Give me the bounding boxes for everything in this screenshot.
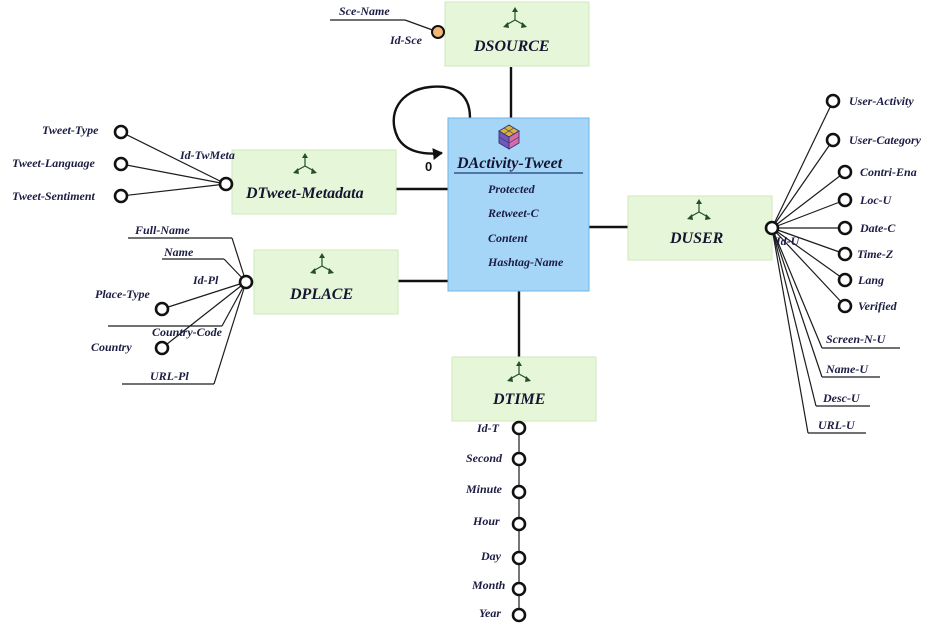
attr-hour: Hour — [472, 514, 500, 528]
attr-url-pl: URL-Pl — [150, 369, 189, 383]
id-pl-node[interactable] — [238, 274, 254, 290]
attr-country: Country — [91, 340, 132, 354]
cube-icon — [498, 124, 520, 150]
attr-loc-u: Loc-U — [859, 193, 893, 207]
edge-user-category — [771, 139, 834, 229]
user-activity-node[interactable] — [825, 93, 841, 109]
dtime-title: DTIME — [492, 391, 545, 408]
dplace-title: DPLACE — [289, 286, 353, 303]
attr-id-u: Id-U — [775, 234, 801, 248]
id-t-node[interactable] — [511, 420, 527, 436]
id-twmeta-node[interactable] — [218, 176, 234, 192]
loc-u-node[interactable] — [837, 192, 853, 208]
edge-screen-n-u — [771, 227, 823, 349]
dimension-duser[interactable]: DUSER — [627, 195, 773, 261]
fact-box[interactable]: DActivity-Tweet Protected Retweet-C Cont… — [447, 117, 590, 292]
month-node[interactable] — [511, 581, 527, 597]
lang-node[interactable] — [837, 272, 853, 288]
attr-tweet-type: Tweet-Type — [42, 123, 99, 137]
dtweet-metadata-title: DTweet-Metadata — [245, 185, 364, 202]
attr-screen-n-u: Screen-N-U — [826, 332, 887, 346]
attr-tweet-sentiment: Tweet-Sentiment — [12, 189, 96, 203]
user-category-node[interactable] — [825, 132, 841, 148]
attr-desc-u: Desc-U — [822, 391, 861, 405]
year-node[interactable] — [511, 607, 527, 623]
attr-id-twmeta: Id-TwMeta — [179, 148, 235, 162]
attr-id-pl: Id-Pl — [192, 273, 219, 287]
attr-name-u: Name-U — [825, 362, 869, 376]
dsource-title: DSOURCE — [473, 38, 550, 55]
edge-loc-u — [771, 199, 846, 229]
measure-retweet-c: Retweet-C — [487, 206, 540, 220]
minute-node[interactable] — [511, 484, 527, 500]
second-node[interactable] — [511, 451, 527, 467]
edge-user-activity — [771, 100, 834, 229]
edge-url-pl — [213, 281, 247, 385]
edge-contri-ena — [771, 171, 846, 229]
self-loop-label: 0 — [425, 159, 432, 174]
hour-node[interactable] — [511, 516, 527, 532]
duser-title: DUSER — [669, 230, 724, 247]
measure-hashtag-name: Hashtag-Name — [487, 255, 564, 269]
edge-tweet-sentiment — [120, 183, 227, 197]
id-u-node[interactable] — [764, 220, 780, 236]
day-node[interactable] — [511, 550, 527, 566]
edge-url-u — [771, 227, 809, 434]
measure-content: Content — [488, 231, 528, 245]
edge-country — [161, 281, 247, 349]
attr-day: Day — [480, 549, 502, 563]
edge-desc-u — [771, 227, 817, 407]
attr-full-name: Full-Name — [134, 223, 190, 237]
dimension-dtweet-metadata[interactable]: DTweet-Metadata — [231, 149, 397, 215]
edge-tweet-type — [120, 131, 227, 185]
attr-id-sce: Id-Sce — [389, 33, 423, 47]
dimension-dplace[interactable]: DPLACE — [253, 249, 399, 315]
id-sce-node[interactable] — [431, 25, 445, 39]
edge-time-z — [771, 227, 846, 255]
attr-minute: Minute — [465, 482, 503, 496]
attr-month: Month — [471, 578, 506, 592]
attr-lang: Lang — [857, 273, 884, 287]
tweet-type-node[interactable] — [113, 124, 129, 140]
attr-name: Name — [163, 245, 194, 259]
attr-sce-name: Sce-Name — [339, 4, 390, 18]
edge-lang — [771, 227, 846, 281]
tweet-sentiment-node[interactable] — [113, 188, 129, 204]
edge-full-name — [231, 237, 247, 283]
edge-name-u — [771, 227, 823, 378]
attr-user-activity: User-Activity — [849, 94, 914, 108]
attr-user-category: User-Category — [849, 133, 922, 147]
time-z-node[interactable] — [837, 246, 853, 262]
tweet-language-node[interactable] — [113, 156, 129, 172]
attr-country-code: Country-Code — [152, 325, 223, 339]
edge-verified — [771, 227, 846, 307]
attr-verified: Verified — [858, 299, 898, 313]
self-loop-arrow — [392, 85, 472, 160]
dimension-dtime[interactable]: DTIME — [451, 356, 597, 422]
country-node[interactable] — [154, 340, 170, 356]
contri-ena-node[interactable] — [837, 164, 853, 180]
attr-place-type: Place-Type — [95, 287, 151, 301]
attr-url-u: URL-U — [818, 418, 856, 432]
edge-country-code — [221, 281, 247, 327]
attr-id-t: Id-T — [476, 421, 500, 435]
verified-node[interactable] — [837, 298, 853, 314]
attr-time-z: Time-Z — [857, 247, 894, 261]
attr-contri-ena: Contri-Ena — [860, 165, 917, 179]
place-type-node[interactable] — [154, 301, 170, 317]
attr-tweet-language: Tweet-Language — [12, 156, 96, 170]
dimension-dsource[interactable]: DSOURCE — [444, 1, 590, 67]
fact-title: DActivity-Tweet — [456, 155, 563, 172]
edge-tweet-language — [120, 163, 227, 185]
date-c-node[interactable] — [837, 220, 853, 236]
attr-date-c: Date-C — [859, 221, 896, 235]
attr-year: Year — [479, 606, 501, 620]
edge-place-type — [161, 281, 247, 310]
attr-second: Second — [466, 451, 503, 465]
measure-protected: Protected — [488, 182, 536, 196]
